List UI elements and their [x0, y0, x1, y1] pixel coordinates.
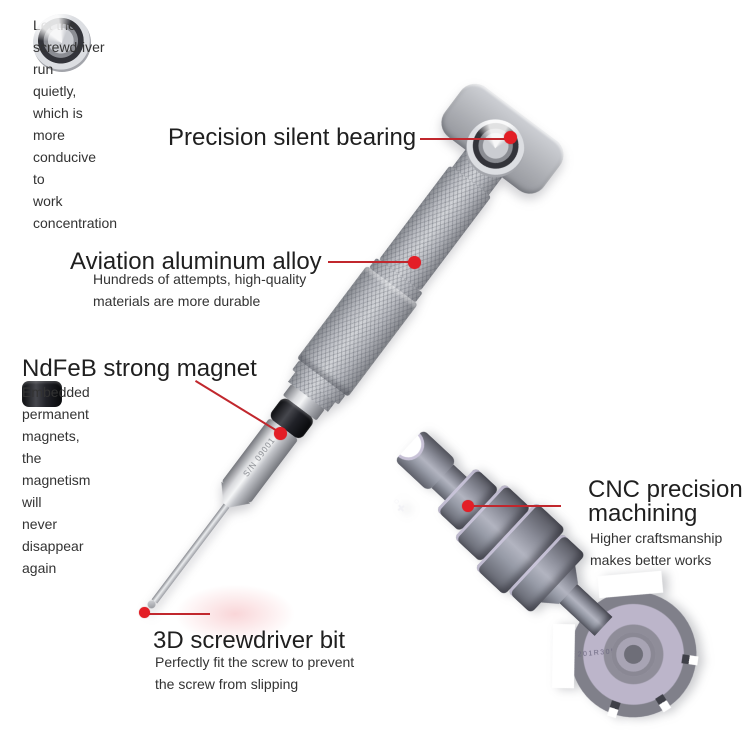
dial-flat-cut — [551, 623, 576, 689]
callout-desc-cnc-precision-machining: Higher craftsmanship makes better works — [590, 530, 723, 568]
callout-title-aviation-aluminum-alloy: Aviation aluminum alloy — [70, 248, 322, 275]
bit-holder-image: ○ ✚ 201R3055S — [365, 397, 724, 744]
callout-dot-aviation-aluminum-alloy — [408, 256, 421, 269]
callout-line-3d-screwdriver-bit — [146, 613, 210, 615]
dial-notch — [681, 654, 699, 666]
callout-line-cnc-precision-machining — [468, 505, 561, 507]
dial-flat-cut — [597, 570, 664, 599]
callout-line-precision-silent-bearing — [420, 138, 512, 140]
dial-notch — [607, 700, 621, 719]
callout-title-ndfeb-strong-magnet: NdFeB strong magnet — [22, 355, 257, 382]
phillips-cross-icon: ✚ — [395, 502, 409, 516]
callout-desc-ndfeb-strong-magnet: Embedded permanent magnets, the magnetis… — [22, 381, 90, 576]
callout-desc-aviation-aluminum-alloy: Hundreds of attempts, high-quality mater… — [93, 271, 307, 309]
dial-hub — [602, 623, 665, 686]
callout-desc-precision-silent-bearing: Let the screwdriver run quietly, which i… — [33, 14, 117, 231]
callout-dot-cnc-precision-machining — [462, 500, 474, 512]
chuck-serial-engraving: S/N 09001 — [241, 435, 278, 479]
callout-desc-3d-screwdriver-bit: Perfectly fit the screw to prevent the s… — [155, 654, 355, 692]
dial-notch — [655, 694, 672, 713]
engraved-marks: ○ ✚ — [390, 495, 408, 516]
callout-dot-precision-silent-bearing — [504, 131, 517, 144]
callout-line-aviation-aluminum-alloy — [328, 261, 415, 263]
callout-title-cnc-precision-machining: CNC precision machining — [588, 476, 743, 527]
callout-dot-3d-screwdriver-bit — [139, 607, 150, 618]
callout-dot-ndfeb-strong-magnet — [274, 427, 287, 440]
callout-title-precision-silent-bearing: Precision silent bearing — [168, 124, 417, 151]
callout-title-3d-screwdriver-bit: 3D screwdriver bit — [153, 627, 346, 654]
